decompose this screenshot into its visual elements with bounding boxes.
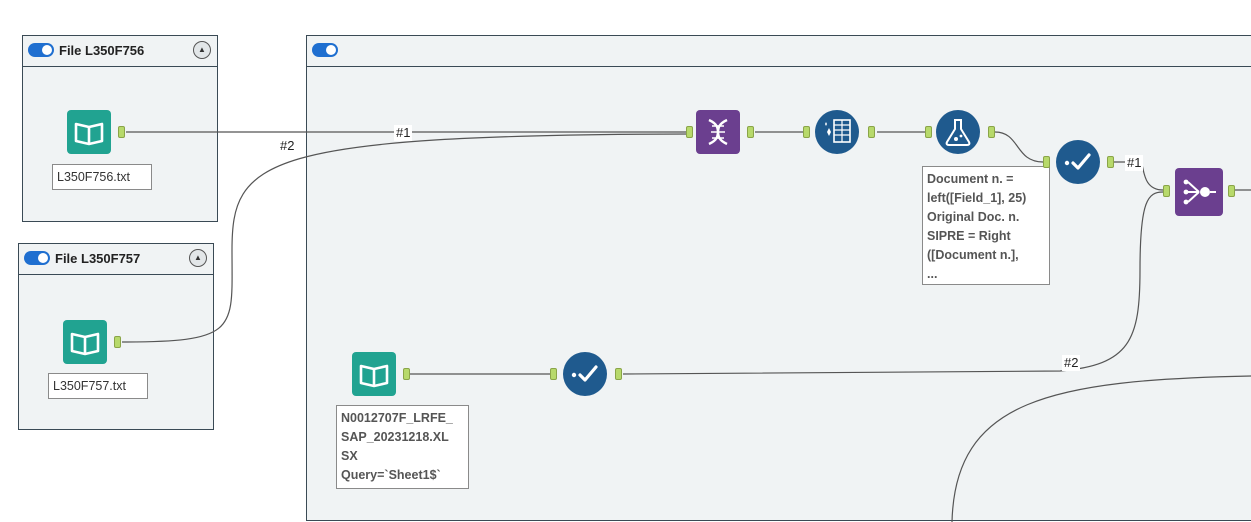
- collapse-icon[interactable]: ▲: [193, 41, 211, 59]
- input-data-tool[interactable]: [352, 352, 396, 396]
- output-anchor[interactable]: [868, 126, 875, 138]
- wire-formula-select[interactable]: [994, 131, 1044, 163]
- output-anchor[interactable]: [615, 368, 622, 380]
- input-data-tool[interactable]: [63, 320, 107, 364]
- wire-select2-union[interactable]: [622, 191, 1164, 375]
- tool-annotation: L350F756.txt: [52, 164, 152, 190]
- container-toggle[interactable]: [28, 43, 54, 57]
- flask-icon: [936, 110, 980, 154]
- connection-label: #2: [1062, 355, 1081, 371]
- container-header[interactable]: [307, 36, 1251, 67]
- select-tool[interactable]: [563, 352, 607, 396]
- collapse-icon[interactable]: ▲: [189, 249, 207, 267]
- sparkle-grid-icon: [815, 110, 859, 154]
- output-anchor[interactable]: [118, 126, 125, 138]
- input-anchor[interactable]: [1043, 156, 1050, 168]
- book-icon: [67, 110, 111, 154]
- container-title: File L350F756: [59, 43, 145, 58]
- dna-icon: [696, 110, 740, 154]
- dna-tool[interactable]: [696, 110, 740, 154]
- tool-annotation: N0012707F_LRFE_ SAP_20231218.XL SX Query…: [336, 405, 469, 489]
- connection-label: #1: [1125, 155, 1144, 171]
- output-anchor[interactable]: [403, 368, 410, 380]
- book-icon: [352, 352, 396, 396]
- connection-label: #2: [278, 138, 297, 154]
- output-anchor[interactable]: [988, 126, 995, 138]
- output-anchor[interactable]: [1107, 156, 1114, 168]
- container-toggle[interactable]: [24, 251, 50, 265]
- tool-annotation: Document n. = left([Field_1], 25) Origin…: [922, 166, 1050, 285]
- container-toggle[interactable]: [312, 43, 338, 57]
- container-header[interactable]: File L350F757 ▲: [19, 244, 213, 275]
- input-anchor[interactable]: [550, 368, 557, 380]
- container-header[interactable]: File L350F756 ▲: [23, 36, 217, 67]
- container-file-l350f756[interactable]: File L350F756 ▲: [22, 35, 218, 222]
- check-icon: [563, 352, 607, 396]
- output-anchor[interactable]: [1228, 185, 1235, 197]
- formula-tool[interactable]: [936, 110, 980, 154]
- input-anchor[interactable]: [1163, 185, 1170, 197]
- book-icon: [63, 320, 107, 364]
- output-anchor[interactable]: [747, 126, 754, 138]
- input-anchor[interactable]: [925, 126, 932, 138]
- output-anchor[interactable]: [114, 336, 121, 348]
- container-title: File L350F757: [55, 251, 141, 266]
- tool-annotation: L350F757.txt: [48, 373, 148, 399]
- wire-input2-dna[interactable]: [121, 133, 690, 343]
- connection-label: #1: [394, 125, 413, 141]
- union-tool[interactable]: [1175, 168, 1223, 216]
- data-cleansing-tool[interactable]: [815, 110, 859, 154]
- check-icon: [1056, 140, 1100, 184]
- input-anchor[interactable]: [686, 126, 693, 138]
- select-tool[interactable]: [1056, 140, 1100, 184]
- wire-outgoing[interactable]: [951, 375, 1251, 522]
- input-data-tool[interactable]: [67, 110, 111, 154]
- union-icon: [1175, 168, 1223, 216]
- input-anchor[interactable]: [803, 126, 810, 138]
